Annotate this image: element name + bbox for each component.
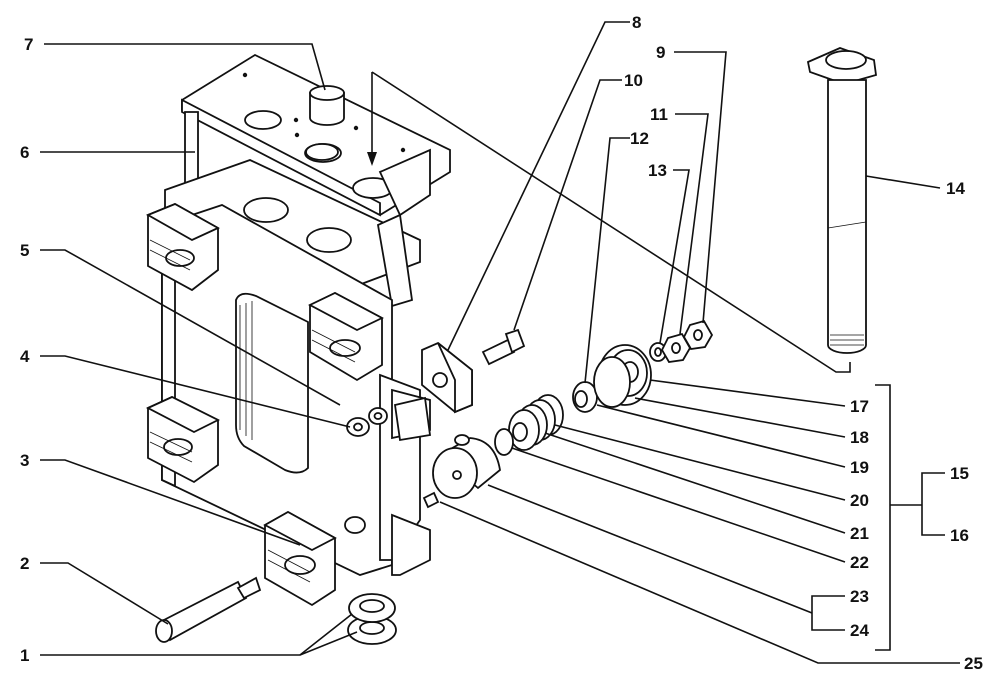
label-25: 25: [964, 654, 983, 673]
label-12: 12: [630, 129, 649, 148]
label-6: 6: [20, 143, 29, 162]
mount-block-upper-left: [145, 203, 220, 292]
label-5: 5: [20, 241, 29, 260]
label-18: 18: [850, 428, 869, 447]
mount-block-upper-right: [308, 291, 384, 382]
label-17: 17: [850, 397, 869, 416]
label-24: 24: [850, 621, 869, 640]
nut-washer-set: [649, 319, 714, 363]
mount-block-bottom: [263, 510, 337, 607]
label-3: 3: [20, 451, 29, 470]
bearing-stack: [494, 394, 564, 456]
label-10: 10: [624, 71, 643, 90]
long-bolt: [155, 576, 262, 643]
label-11: 11: [650, 105, 668, 124]
bushing-top: [309, 85, 345, 126]
label-19: 19: [850, 458, 869, 477]
label-4: 4: [20, 347, 30, 366]
leader-lines: [40, 21, 960, 664]
label-13: 13: [648, 161, 667, 180]
label-23: 23: [850, 587, 869, 606]
label-22: 22: [850, 553, 869, 572]
callout-labels: 7 6 5 4 3 2 1 8 9 10 11 12 13 14 15 16 1…: [20, 13, 983, 673]
main-housing: [161, 53, 451, 576]
label-8: 8: [632, 13, 641, 32]
friction-plate: [421, 341, 473, 414]
castle-nut-pair: [347, 593, 397, 645]
mount-block-lower-left: [145, 396, 221, 484]
label-7: 7: [24, 35, 33, 54]
label-16: 16: [950, 526, 969, 545]
cam-body: [432, 434, 501, 499]
label-2: 2: [20, 554, 29, 573]
label-21: 21: [850, 524, 869, 543]
label-9: 9: [656, 43, 665, 62]
label-14: 14: [946, 179, 965, 198]
bolt-small: [481, 328, 526, 366]
label-1: 1: [20, 646, 29, 665]
label-20: 20: [850, 491, 869, 510]
small-pin: [422, 491, 440, 509]
label-15: 15: [950, 464, 969, 483]
seal-disc: [593, 344, 652, 408]
long-shaft: [806, 47, 877, 354]
